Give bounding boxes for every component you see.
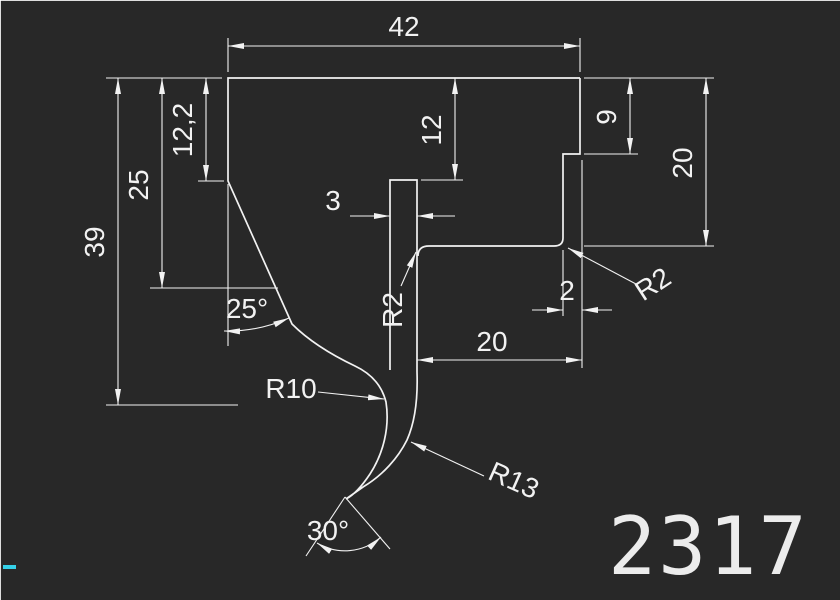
leader-fillet-left: R2 — [377, 251, 417, 328]
dim-left-thickness: 12,2 — [167, 78, 224, 182]
dim-left-height: 25 — [123, 78, 278, 289]
angle-ref-line-right — [344, 496, 391, 550]
dim-label-30deg: 30° — [307, 515, 349, 546]
part-number: 2317 — [608, 500, 809, 593]
label-r2-right: R2 — [629, 261, 676, 306]
label-r10: R10 — [265, 373, 316, 404]
dim-label-25: 25 — [123, 169, 154, 200]
label-r2-left: R2 — [377, 292, 408, 328]
dim-label-20-right: 20 — [667, 147, 698, 178]
dim-label-3: 3 — [325, 185, 341, 216]
leader-line — [410, 441, 485, 477]
label-r13: R13 — [484, 456, 544, 505]
angle-ref-line-left — [305, 496, 346, 557]
dim-total-height: 39 — [79, 77, 238, 406]
leader-fillet-right: R2 — [567, 247, 676, 307]
profile-right-step-and-channel — [417, 78, 581, 257]
profile — [227, 77, 581, 500]
dim-label-12: 12 — [416, 114, 447, 145]
ucs-marker — [3, 565, 16, 569]
leader-radius-inner: R10 — [265, 373, 385, 404]
dim-label-42: 42 — [388, 11, 419, 42]
dim-bottom-width: 20 — [417, 160, 583, 368]
leader-line — [317, 391, 385, 401]
dim-step-width: 2 — [532, 250, 612, 316]
dim-label-39: 39 — [79, 226, 110, 257]
dim-step-height: 9 — [584, 77, 714, 155]
leader-line — [567, 247, 637, 285]
leader-radius-outer: R13 — [410, 441, 544, 505]
dim-right-depth: 20 — [584, 78, 714, 247]
profile-outline — [227, 77, 580, 500]
dim-label-2: 2 — [559, 275, 575, 306]
dim-angle-tip: 30° — [305, 496, 391, 557]
dim-top-width: 42 — [227, 11, 581, 72]
dim-leg-thickness: 3 — [325, 185, 455, 219]
dim-label-25deg: 25° — [226, 293, 268, 324]
angle-arc — [316, 536, 382, 554]
dim-angle-side: 25° — [223, 184, 290, 346]
dim-label-12-2: 12,2 — [167, 103, 198, 158]
angle-arc — [223, 317, 290, 335]
leader-line — [400, 251, 417, 287]
dim-label-9: 9 — [591, 109, 622, 125]
dim-label-20-bottom: 20 — [476, 326, 507, 357]
dim-mid-depth: 12 — [416, 78, 463, 181]
